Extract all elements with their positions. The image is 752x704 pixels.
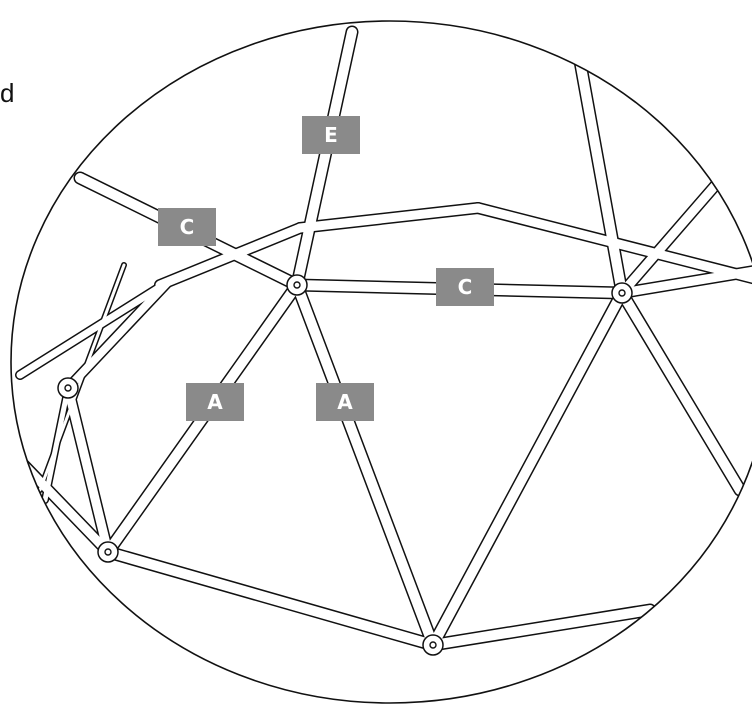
struts-group xyxy=(11,25,752,656)
strut-e-top xyxy=(292,27,357,290)
strut-top-ring-right xyxy=(473,203,752,285)
strut-right-diagonal-up xyxy=(617,175,725,298)
strut-top-ring-left xyxy=(155,223,305,290)
strut-left-thin-b xyxy=(42,385,71,503)
label-a-left: A xyxy=(186,383,244,421)
strut-left-vertical xyxy=(63,383,113,557)
label-c-right: C xyxy=(436,268,494,306)
strut-bottom-right xyxy=(428,605,655,650)
strut-right-edge-down xyxy=(617,288,745,495)
hub-left-ring-pin xyxy=(64,384,72,392)
strut-lower-right-diag xyxy=(428,288,627,650)
strut-left-ring-b xyxy=(16,278,172,379)
strut-top-ring-mid xyxy=(295,203,483,233)
hub-top-center-pin xyxy=(293,281,301,289)
hub-bottom-pin xyxy=(429,641,437,649)
strut-right-vertical xyxy=(573,45,627,298)
hub-left-pin xyxy=(104,548,112,556)
strut-bottom-left xyxy=(103,547,438,650)
hub-top-right-pin xyxy=(618,289,626,297)
label-a-right: A xyxy=(316,383,374,421)
label-c-left: C xyxy=(158,208,216,246)
strut-a-right xyxy=(292,280,438,650)
magnifier-circle xyxy=(10,20,752,704)
label-e: E xyxy=(302,116,360,154)
cropped-caption-text: d xyxy=(0,78,15,108)
